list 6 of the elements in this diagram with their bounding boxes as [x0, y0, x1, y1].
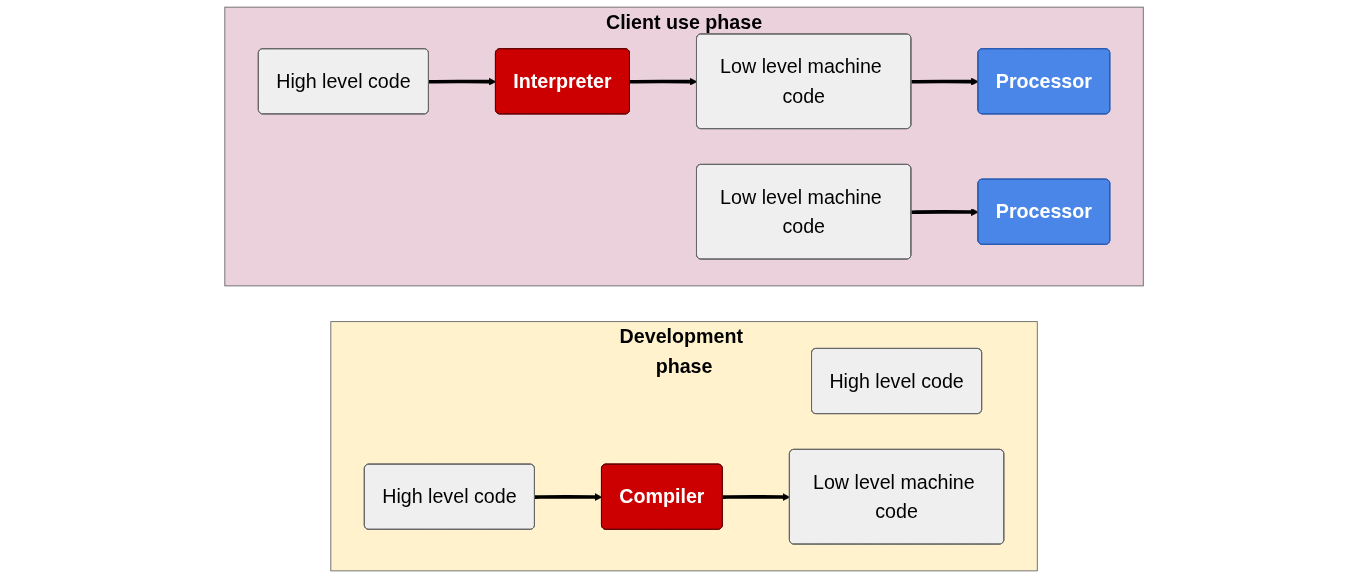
arrow [911, 77, 979, 86]
arrow [722, 493, 791, 501]
arrow [911, 208, 979, 216]
arrow [629, 77, 698, 86]
arrow [428, 77, 497, 86]
arrow [534, 493, 603, 501]
